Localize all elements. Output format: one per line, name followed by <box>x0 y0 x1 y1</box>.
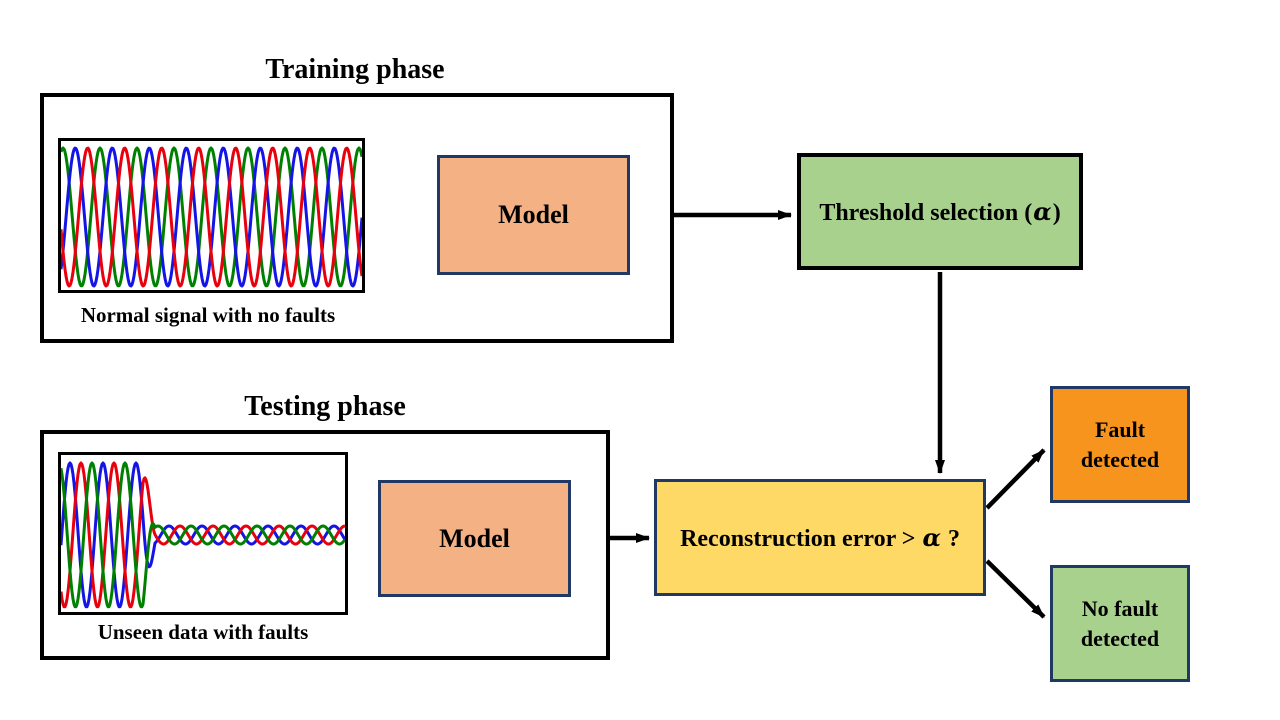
testing-model-box: Model <box>378 480 571 597</box>
testing-phase-title: Testing phase <box>244 391 406 422</box>
training-model-box: Model <box>437 155 630 275</box>
testing-plot-caption: Unseen data with faults <box>97 620 309 644</box>
training-model-label: Model <box>498 200 569 229</box>
normal-signal-waveform <box>61 146 362 288</box>
testing-model-label: Model <box>439 523 510 553</box>
threshold-label: Threshold selection (α) <box>819 196 1061 226</box>
reconstruction-error-label: Reconstruction error > α ? <box>680 522 960 552</box>
fault-detected-label: Fault detected <box>1080 416 1160 472</box>
testing-signal-plot <box>58 452 348 615</box>
threshold-selection-box: Threshold selection (α) <box>797 153 1083 270</box>
training-phase-title: Training phase <box>265 54 445 85</box>
training-plot-caption: Normal signal with no faults <box>80 303 336 327</box>
reconstruction-error-box: Reconstruction error > α ? <box>654 479 986 596</box>
alpha-symbol: α <box>1033 196 1052 226</box>
faulty-signal-waveform <box>61 461 345 609</box>
alpha-symbol: α <box>922 522 941 552</box>
fault-detected-box: Fault detected <box>1050 386 1190 503</box>
phase-red-wave <box>61 146 362 288</box>
no-fault-detected-box: No fault detected <box>1050 565 1190 682</box>
phase-green-wave <box>61 146 362 288</box>
training-signal-plot <box>58 138 365 293</box>
phase-red-wave <box>61 461 345 609</box>
arrow-decision-to-fault <box>985 448 1046 510</box>
no-fault-detected-label: No fault detected <box>1080 595 1160 651</box>
phase-green-wave <box>61 461 345 609</box>
arrow-decision-to-nofault <box>985 559 1046 619</box>
